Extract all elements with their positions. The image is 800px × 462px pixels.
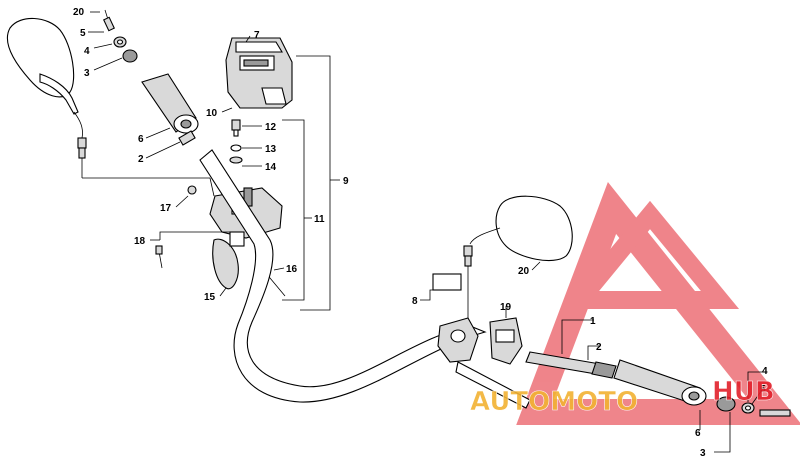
callout-6-right: 6 [695, 428, 701, 439]
right-controls [432, 273, 531, 409]
callout-1: 1 [590, 316, 596, 327]
callout-4-right: 4 [762, 366, 768, 377]
callout-18: 18 [134, 236, 146, 247]
callout-3-left: 3 [84, 68, 90, 79]
callout-10: 10 [206, 108, 218, 119]
callout-8: 8 [412, 296, 418, 307]
callout-2-right: 2 [596, 342, 602, 353]
mirror-right [463, 195, 573, 318]
callout-19: 19 [500, 302, 512, 313]
watermark-word-automoto: AUTOMOTO [470, 387, 638, 417]
mirror-left [6, 17, 87, 178]
leader-lines [82, 11, 764, 453]
callout-5-left: 5 [80, 28, 86, 39]
fasteners-12-14 [229, 119, 243, 164]
grip-left-group [103, 9, 199, 146]
callout-labels: 20 5 4 3 6 2 7 10 12 13 14 9 11 17 18 16… [73, 7, 768, 459]
callout-12: 12 [265, 122, 277, 133]
callout-4-left: 4 [84, 46, 90, 57]
callout-14: 14 [265, 162, 277, 173]
watermark-word-hub: HUB [712, 377, 775, 407]
callout-16: 16 [286, 264, 298, 275]
callout-15: 15 [204, 292, 216, 303]
callout-17: 17 [160, 203, 172, 214]
switch-housing [225, 37, 293, 109]
callout-20-left: 20 [73, 7, 85, 18]
watermark-triangle-outer [516, 182, 800, 425]
callout-7: 7 [254, 30, 260, 41]
callout-3-right: 3 [700, 448, 706, 459]
callout-11: 11 [314, 214, 325, 225]
watermark-triangle-inner [560, 200, 740, 309]
callout-5-right: 5 [760, 384, 766, 395]
callout-13: 13 [265, 144, 277, 155]
watermark-wordmark: AUTOMOTO HUB [470, 377, 775, 418]
grip-right-group [525, 351, 791, 417]
callout-2-left: 2 [138, 154, 144, 165]
callout-6-left: 6 [138, 134, 144, 145]
handlebar [199, 149, 487, 403]
callout-9: 9 [343, 176, 349, 187]
callout-20-right: 20 [518, 266, 530, 277]
watermark-logo [516, 182, 800, 425]
